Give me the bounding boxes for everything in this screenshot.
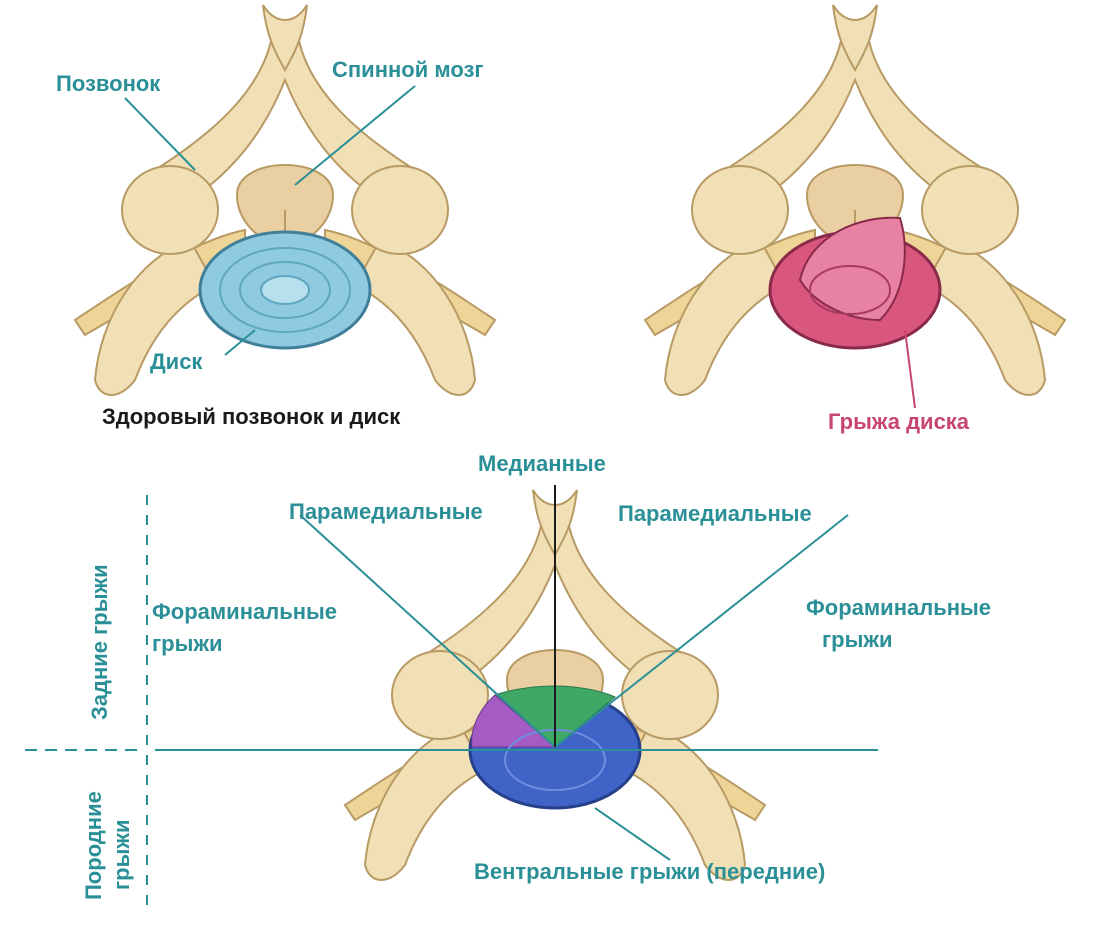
- hernia-label: Грыжа диска: [828, 409, 970, 434]
- anterior-hernias-axis-label-1: Породние: [81, 791, 106, 900]
- paramedial-left-label: Парамедиальные: [289, 499, 483, 524]
- herniated-disc: [768, 216, 942, 350]
- vertebra-label: Позвонок: [56, 71, 161, 96]
- median-label: Медианные: [478, 451, 606, 476]
- posterior-hernias-axis-label: Задние грыжи: [87, 564, 112, 720]
- foraminal-left-label-1: Фораминальные: [152, 599, 338, 624]
- foraminal-left-label-2: грыжи: [152, 631, 223, 656]
- paramedial-right-label: Парамедиальные: [618, 501, 812, 526]
- healthy-disc: [198, 230, 372, 350]
- healthy-caption: Здоровый позвонок и диск: [102, 404, 401, 429]
- spinal-cord-label: Спинной мозг: [332, 57, 484, 82]
- foraminal-right-label-1: Фораминальные: [806, 595, 992, 620]
- anterior-hernias-axis-label-2: грыжи: [109, 819, 134, 890]
- ventral-label: Вентральные грыжи (передние): [474, 859, 826, 884]
- disc-label: Диск: [150, 349, 203, 374]
- foraminal-right-label-2: грыжи: [822, 627, 893, 652]
